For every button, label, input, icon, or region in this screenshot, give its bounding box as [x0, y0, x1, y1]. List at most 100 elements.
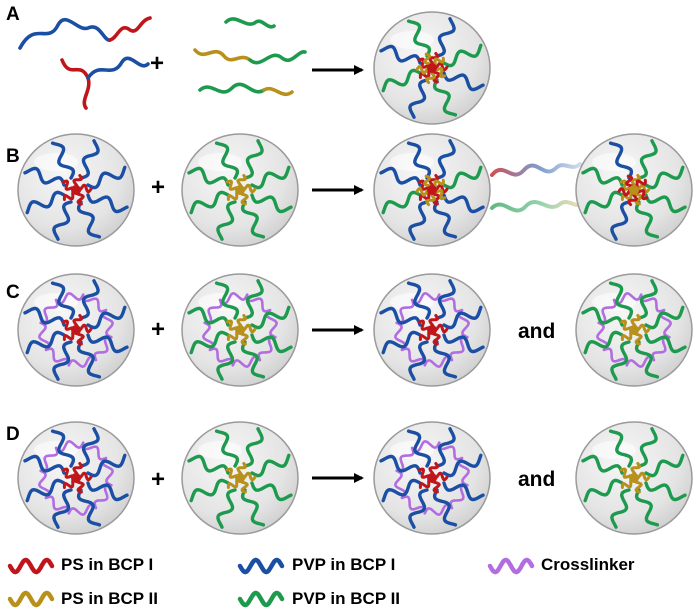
- pvp-corona-chain: [379, 44, 422, 65]
- pvp-corona-chain: [381, 190, 422, 215]
- pvp-corona-chain: [637, 279, 658, 320]
- micelle-core: [225, 314, 257, 346]
- pvp-corona-chain: [243, 139, 264, 180]
- pvp-corona-chain: [250, 165, 291, 190]
- xlinked-bcp1-micelle-c: [17, 273, 135, 387]
- pvp-corona-chain: [406, 141, 432, 180]
- pvp-corona-chain: [216, 340, 237, 381]
- ps-core-center: [629, 185, 639, 195]
- pvp-corona-chain: [435, 279, 456, 320]
- ps-core-center: [71, 185, 81, 195]
- ps-bcp1-free-chain: [108, 16, 152, 42]
- exchanging-chain-bottom: [490, 200, 584, 213]
- plus-sign-a: +: [150, 50, 165, 77]
- ps-core-center: [427, 473, 437, 483]
- micelle-core: [417, 462, 449, 494]
- exchanging-micelle-b: [373, 133, 491, 247]
- pvp-corona-chain: [23, 306, 66, 327]
- panel-label-a: A: [6, 4, 20, 25]
- pvp-corona-chain: [608, 141, 634, 180]
- pvp-corona-chain: [442, 453, 483, 478]
- xlinked-bcp1-micelle-d-product: [373, 421, 491, 535]
- micelle-core: [61, 174, 93, 206]
- mixed-micelle-a: [373, 11, 491, 125]
- pvp-corona-chain: [583, 190, 624, 215]
- pvp-corona-chain: [408, 200, 429, 241]
- pvp-corona-chain: [187, 306, 230, 327]
- pvp-corona-chain: [644, 305, 685, 330]
- crosslinker-chain: [423, 503, 454, 516]
- pvp-corona-chain: [214, 429, 240, 468]
- pvp-corona-chain: [581, 306, 624, 327]
- and-word-d: and: [518, 468, 556, 491]
- micelle-core: [225, 174, 257, 206]
- pvp-corona-chain: [442, 43, 483, 68]
- micelle-core: [225, 462, 257, 494]
- ps-core-center: [235, 325, 245, 335]
- pvp-corona-chain: [50, 429, 76, 468]
- micelle-core: [619, 314, 651, 346]
- pvp-corona-chain: [379, 306, 422, 327]
- pvp-corona-chain: [189, 190, 230, 215]
- pvp-corona-chain: [187, 166, 230, 187]
- pvp-corona-chain: [189, 330, 230, 355]
- bcp2-micelle-d: [181, 421, 299, 535]
- pvp-corona-chain: [79, 139, 100, 180]
- pvp-corona-chain: [442, 165, 483, 190]
- xlinked-bcp1-micelle-c-product: [373, 273, 491, 387]
- ps-bcp2-free-chain: [193, 48, 252, 62]
- pvp-corona-chain: [583, 330, 624, 355]
- pvp-corona-chain: [86, 453, 127, 478]
- pvp-corona-chain: [250, 305, 291, 330]
- pvp-corona-chain: [243, 279, 264, 320]
- ps-core-center: [427, 325, 437, 335]
- ps-core-center: [629, 325, 639, 335]
- pvp-corona-chain: [250, 481, 293, 502]
- pvp-corona-chain: [250, 333, 293, 354]
- pvp-corona-chain: [608, 281, 634, 320]
- pvp-corona-chain: [76, 340, 102, 379]
- ps-core-center: [71, 473, 81, 483]
- pvp-corona-chain: [23, 454, 66, 475]
- pvp-corona-chain: [216, 488, 237, 529]
- micelle-core: [415, 52, 449, 85]
- pvp-corona-chain: [583, 478, 624, 503]
- xlinked-bcp2-micelle-c: [181, 273, 299, 387]
- pvp-corona-chain: [243, 427, 264, 468]
- pvp-corona-chain: [86, 481, 129, 502]
- pvp-corona-chain: [435, 17, 456, 58]
- pvp-corona-chain: [52, 340, 73, 381]
- pvp-corona-chain: [442, 193, 485, 214]
- pvp-corona-chain: [435, 427, 456, 468]
- pvp-corona-chain: [216, 200, 237, 241]
- pvp-corona-chain: [637, 427, 658, 468]
- pvp-corona-chain: [432, 340, 458, 379]
- crosslinker-chain: [54, 440, 85, 453]
- pvp-corona-chain: [79, 427, 100, 468]
- pvp-corona-chain: [25, 478, 66, 503]
- crosslinker-chain: [625, 355, 656, 368]
- pvp-corona-chain: [50, 141, 76, 180]
- pvp-corona-chain: [644, 165, 685, 190]
- pvp-corona-chain: [644, 333, 687, 354]
- mixed-micelle-b: [575, 133, 693, 247]
- pvp-corona-chain: [189, 478, 230, 503]
- pvp-corona-chain: [442, 305, 483, 330]
- pvp-corona-chain: [644, 193, 687, 214]
- pvp-corona-chain: [76, 488, 102, 527]
- legend-pvp-bcp1-label: PVP in BCP I: [292, 555, 396, 574]
- pvp-corona-chain: [86, 193, 129, 214]
- legend-pvp-bcp1-swatch: [237, 557, 285, 575]
- pvp-corona-chain: [644, 481, 687, 502]
- pvp-corona-chain: [381, 68, 422, 93]
- ps-bcp2-free-chain-2: [262, 86, 294, 97]
- pvp-bcp2-free-chain-3: [224, 17, 276, 29]
- pvp-corona-chain: [50, 281, 76, 320]
- legend-ps-bcp2-label: PS in BCP II: [61, 589, 158, 608]
- pvp-corona-chain: [406, 19, 432, 58]
- pvp-corona-chain: [442, 71, 485, 92]
- pvp-corona-chain: [250, 453, 291, 478]
- pvp-corona-chain: [76, 200, 102, 239]
- pvp-corona-chain: [86, 165, 127, 190]
- pvp-corona-chain: [86, 333, 129, 354]
